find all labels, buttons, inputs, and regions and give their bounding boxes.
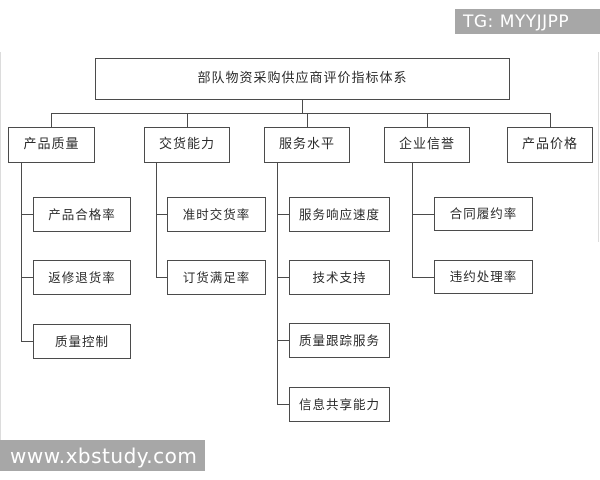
leaf-node-quality-tracking-service: 质量跟踪服务 bbox=[289, 323, 390, 358]
leaf-node-technical-support: 技术支持 bbox=[289, 260, 390, 295]
connector-drop-enterprise-reputation bbox=[427, 113, 428, 127]
leaf-node-product-pass-rate: 产品合格率 bbox=[33, 197, 131, 232]
connector-spine-product-quality bbox=[21, 163, 22, 341]
connector-bus bbox=[51, 113, 551, 114]
leaf-node-contract-fulfillment-rate: 合同履约率 bbox=[434, 197, 533, 231]
connector-stub-order-fulfillment bbox=[156, 277, 167, 278]
connector-spine-service-level bbox=[277, 163, 278, 404]
connector-stub-pass-rate bbox=[21, 214, 33, 215]
page-border-right bbox=[598, 52, 599, 242]
connector-stub-breach-handling bbox=[412, 277, 434, 278]
connector-drop-product-quality bbox=[51, 113, 52, 127]
leaf-node-information-sharing: 信息共享能力 bbox=[289, 387, 390, 422]
leaf-node-order-fulfillment-rate: 订货满足率 bbox=[167, 260, 266, 295]
connector-stub-return-rate bbox=[21, 277, 33, 278]
branch-node-service-level: 服务水平 bbox=[264, 127, 350, 163]
leaf-node-quality-control: 质量控制 bbox=[33, 324, 131, 359]
connector-stub-quality-control bbox=[21, 341, 33, 342]
site-watermark-badge: www.xbstudy.com bbox=[0, 440, 205, 471]
connector-root-drop bbox=[302, 100, 303, 113]
connector-spine-enterprise-reputation bbox=[412, 163, 413, 277]
leaf-node-service-response-speed: 服务响应速度 bbox=[289, 197, 390, 232]
connector-drop-delivery-capability bbox=[187, 113, 188, 127]
page-border-left bbox=[0, 52, 1, 471]
connector-stub-info-sharing bbox=[277, 404, 289, 405]
leaf-node-breach-handling-rate: 违约处理率 bbox=[434, 260, 533, 294]
connector-stub-ontime-delivery bbox=[156, 214, 167, 215]
root-node-evaluation-index-system: 部队物资采购供应商评价指标体系 bbox=[95, 58, 510, 100]
connector-stub-quality-tracking bbox=[277, 340, 289, 341]
branch-node-delivery-capability: 交货能力 bbox=[144, 127, 230, 163]
connector-spine-delivery-capability bbox=[156, 163, 157, 277]
leaf-node-ontime-delivery-rate: 准时交货率 bbox=[167, 197, 266, 232]
connector-drop-service-level bbox=[307, 113, 308, 127]
connector-stub-contract-fulfillment bbox=[412, 214, 434, 215]
telegram-watermark-badge: TG: MYYJJPP bbox=[455, 9, 600, 34]
connector-stub-response-speed bbox=[277, 214, 289, 215]
connector-stub-tech-support bbox=[277, 277, 289, 278]
branch-node-product-price: 产品价格 bbox=[507, 127, 593, 163]
branch-node-product-quality: 产品质量 bbox=[8, 127, 95, 163]
branch-node-enterprise-reputation: 企业信誉 bbox=[384, 127, 470, 163]
leaf-node-repair-return-rate: 返修退货率 bbox=[33, 260, 131, 295]
connector-drop-product-price bbox=[550, 113, 551, 127]
